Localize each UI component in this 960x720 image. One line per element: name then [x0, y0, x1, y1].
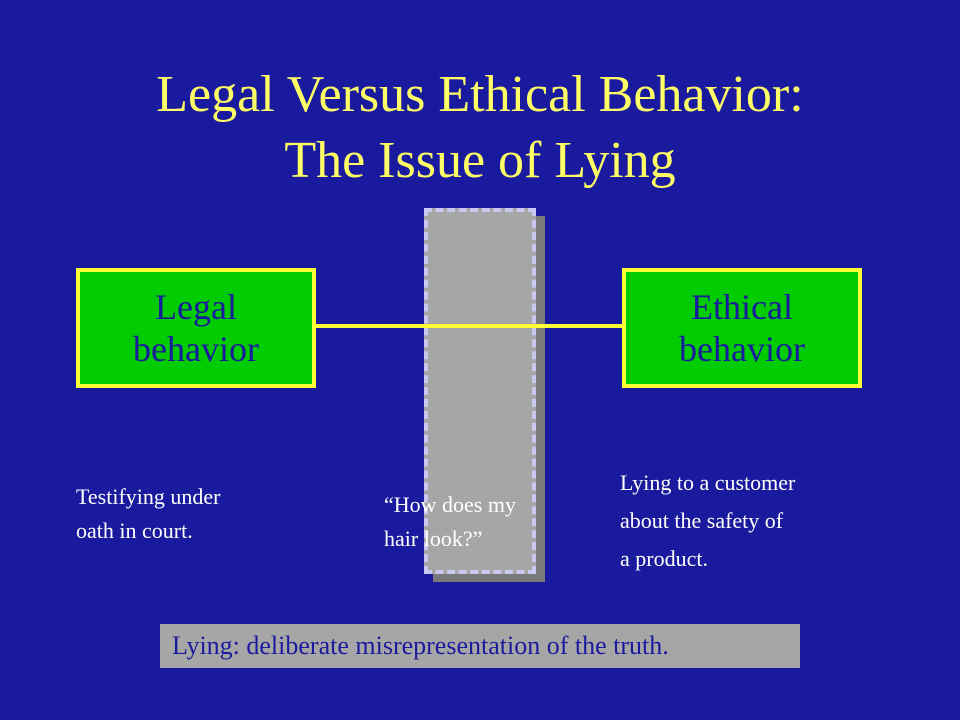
middle-example-line-2: hair look?” [384, 526, 483, 551]
ethical-example: Lying to a customer about the safety of … [620, 464, 880, 578]
ethical-behavior-box: Ethical behavior [622, 268, 862, 388]
middle-example-line-1: “How does my [384, 492, 516, 517]
ethical-box-line-2: behavior [679, 329, 805, 369]
legal-example-line-2: oath in court. [76, 518, 193, 543]
ethical-example-line-3: a product. [620, 546, 708, 571]
ethical-example-line-1: Lying to a customer [620, 470, 796, 495]
legal-box-line-1: Legal [155, 287, 237, 327]
legal-box-line-2: behavior [133, 329, 259, 369]
connector-line [316, 324, 624, 328]
ethical-example-line-2: about the safety of [620, 508, 784, 533]
title-line-1: Legal Versus Ethical Behavior: [156, 66, 804, 123]
title-line-2: The Issue of Lying [284, 132, 676, 189]
gray-zone-example: “How does my hair look?” [384, 488, 594, 556]
legal-example-line-1: Testifying under [76, 484, 221, 509]
gray-zone-bar [424, 208, 536, 574]
legal-behavior-box: Legal behavior [76, 268, 316, 388]
slide-title: Legal Versus Ethical Behavior: The Issue… [0, 62, 960, 194]
ethical-box-line-1: Ethical [691, 287, 793, 327]
lying-definition: Lying: deliberate misrepresentation of t… [160, 624, 800, 668]
legal-example: Testifying under oath in court. [76, 480, 316, 548]
